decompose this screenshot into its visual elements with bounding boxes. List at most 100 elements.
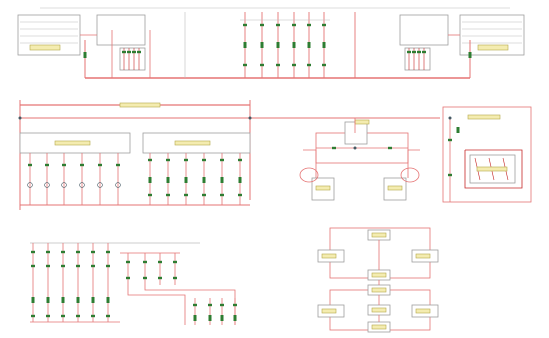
switch-icon xyxy=(238,177,242,183)
fuse-icon xyxy=(61,314,65,318)
fuse-icon xyxy=(31,314,35,318)
fuse-icon xyxy=(193,303,197,307)
fuse-icon xyxy=(80,163,84,167)
interlock-right-loop xyxy=(407,149,420,178)
junction-dot-icon xyxy=(353,146,357,150)
lamp-icon xyxy=(115,182,121,188)
lamp-icon xyxy=(44,182,50,188)
fuse-icon xyxy=(46,314,50,318)
fuse-icon xyxy=(202,193,206,197)
resistor-icon xyxy=(456,127,460,133)
fuse-icon xyxy=(91,314,95,318)
fuse-icon xyxy=(61,264,65,268)
fuse-icon xyxy=(448,138,452,142)
fuse-icon xyxy=(332,146,336,150)
fuse-icon xyxy=(98,163,102,167)
fuse-icon xyxy=(148,158,152,162)
fuse-icon xyxy=(173,260,177,264)
fuse-icon xyxy=(238,193,242,197)
switch-icon xyxy=(46,297,50,303)
fuse-icon xyxy=(137,50,141,54)
block-label xyxy=(371,272,387,278)
switch-icon xyxy=(106,297,110,303)
control-module-label xyxy=(476,166,508,172)
switch-icon xyxy=(220,177,224,183)
fuse-icon xyxy=(158,276,162,280)
switch-icon xyxy=(166,177,170,183)
fuse-icon xyxy=(220,158,224,162)
block-label xyxy=(415,253,431,259)
fuse-icon xyxy=(208,303,212,307)
fuse-icon xyxy=(307,63,311,67)
lamp-icon xyxy=(61,182,67,188)
junction-dot-icon xyxy=(248,116,252,120)
fuse-icon xyxy=(126,260,130,264)
block-label xyxy=(321,253,337,259)
fuse-icon xyxy=(184,193,188,197)
fuse-icon xyxy=(292,63,296,67)
switch-icon xyxy=(148,177,152,183)
fuse-icon xyxy=(61,250,65,254)
fuse-icon xyxy=(243,63,247,67)
fuse-icon xyxy=(46,264,50,268)
fuse-icon xyxy=(407,50,411,54)
fuse-icon xyxy=(276,63,280,67)
resistor-icon xyxy=(292,42,296,48)
interlock-left-loop xyxy=(303,149,317,178)
resistor-icon xyxy=(193,315,197,321)
fuse-icon xyxy=(143,260,147,264)
fuse-icon xyxy=(148,193,152,197)
fuse-icon xyxy=(276,23,280,27)
fuse-icon xyxy=(184,158,188,162)
left-controller-box xyxy=(96,14,146,46)
fuse-icon xyxy=(116,163,120,167)
fuse-icon xyxy=(127,50,131,54)
resistor-icon xyxy=(220,315,224,321)
fuse-icon xyxy=(448,173,452,177)
fuse-icon xyxy=(31,264,35,268)
fuse-icon xyxy=(132,50,136,54)
fuse-icon xyxy=(173,276,177,280)
fuse-icon xyxy=(106,264,110,268)
fuse-icon xyxy=(28,163,32,167)
fuse-icon xyxy=(322,63,326,67)
resistor-icon xyxy=(243,42,247,48)
coil-loop-right xyxy=(400,167,420,183)
panel-right-label xyxy=(174,140,211,146)
resistor-icon xyxy=(322,42,326,48)
fuse-icon xyxy=(260,63,264,67)
switch-icon xyxy=(31,297,35,303)
interlock-label xyxy=(354,119,370,125)
fuse-icon xyxy=(122,50,126,54)
resistor-icon xyxy=(260,42,264,48)
lamp-icon xyxy=(97,182,103,188)
fuse-icon xyxy=(307,23,311,27)
control-inner-loop xyxy=(464,149,523,189)
fuse-icon xyxy=(422,50,426,54)
switch-icon xyxy=(184,177,188,183)
distribution-label xyxy=(119,102,161,108)
right-controller-box xyxy=(399,14,449,46)
switch-icon xyxy=(202,177,206,183)
fuse-icon xyxy=(233,303,237,307)
fuse-icon xyxy=(260,23,264,27)
fuse-icon xyxy=(388,146,392,150)
block-label xyxy=(371,287,387,293)
fuse-icon xyxy=(46,250,50,254)
fuse-icon xyxy=(202,158,206,162)
block-label xyxy=(371,232,387,238)
fuse-icon xyxy=(243,23,247,27)
block-label xyxy=(371,324,387,330)
block-label xyxy=(371,307,387,313)
block-label xyxy=(321,308,337,314)
left-relay-label xyxy=(29,44,61,51)
coil-loop-left xyxy=(299,167,319,183)
control-unit-frame xyxy=(442,106,532,203)
left-contactor-label xyxy=(315,185,331,191)
fuse-icon xyxy=(166,193,170,197)
resistor-icon xyxy=(276,42,280,48)
resistor-icon xyxy=(208,315,212,321)
fuse-icon xyxy=(143,276,147,280)
fuse-icon xyxy=(220,303,224,307)
fuse-icon xyxy=(166,158,170,162)
